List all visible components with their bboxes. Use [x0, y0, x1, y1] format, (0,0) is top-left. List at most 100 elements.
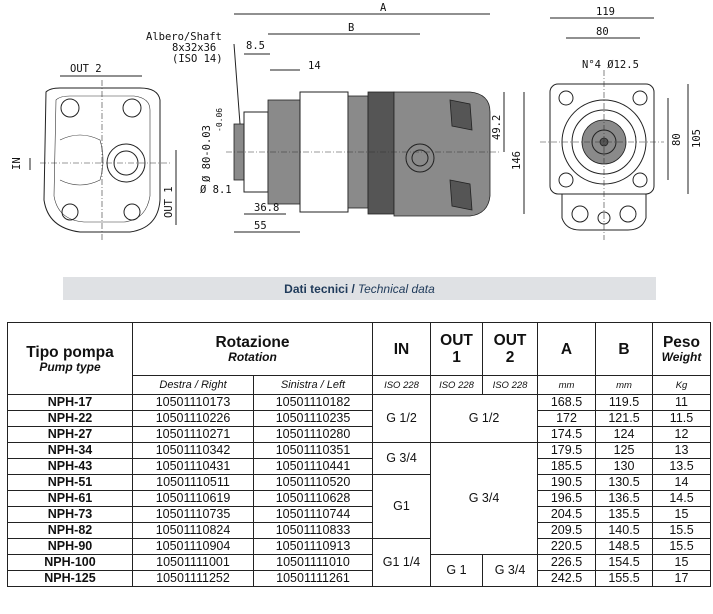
code-right: 10501111001: [132, 554, 254, 571]
code-right: 10501110824: [132, 522, 254, 539]
code-left: 10501110628: [253, 490, 373, 507]
subheader-row: Destra / Right Sinistra / Left ISO 228 I…: [8, 375, 711, 395]
header-in: IN: [372, 322, 431, 376]
out-port-size: G 1/2: [430, 394, 538, 443]
dim-b-value: 140.5: [595, 522, 653, 539]
out2-port-size: G 3/4: [482, 554, 538, 587]
weight-value: 11: [652, 394, 711, 411]
dim-80-side: 80: [671, 133, 683, 146]
code-left: 10501110182: [253, 394, 373, 411]
dim-14: 14: [308, 60, 321, 72]
dim-a-value: 172: [537, 410, 596, 427]
header-right: Destra / Right: [132, 375, 254, 395]
code-left: 10501111261: [253, 570, 373, 587]
code-left: 10501111010: [253, 554, 373, 571]
code-right: 10501110271: [132, 426, 254, 443]
dim-b-value: 148.5: [595, 538, 653, 555]
weight-value: 13.5: [652, 458, 711, 475]
dim-49-2: 49.2: [491, 115, 503, 140]
dim-a-value: 220.5: [537, 538, 596, 555]
in-port-size: G1 1/4: [372, 538, 431, 587]
header-iso-out2: ISO 228: [482, 375, 538, 395]
header-b: B: [595, 322, 653, 376]
header-pump-type: Tipo pompa Pump type: [7, 322, 133, 395]
code-right: 10501111252: [132, 570, 254, 587]
technical-data-table: Tipo pompa Pump type Rotazione Rotation …: [7, 322, 711, 587]
dim-8-5: 8.5: [246, 40, 265, 52]
header-kg: Kg: [652, 375, 711, 395]
dim-b: B: [348, 22, 354, 34]
code-left: 10501110351: [253, 442, 373, 459]
dim-b-value: 154.5: [595, 554, 653, 571]
code-right: 10501110619: [132, 490, 254, 507]
header-mm-a: mm: [537, 375, 596, 395]
header-left: Sinistra / Left: [253, 375, 373, 395]
pump-model: NPH-100: [7, 554, 133, 571]
dim-80-top: 80: [596, 26, 609, 38]
dim-b-value: 124: [595, 426, 653, 443]
pump-model: NPH-61: [7, 490, 133, 507]
pump-model: NPH-90: [7, 538, 133, 555]
header-iso-in: ISO 228: [372, 375, 431, 395]
weight-value: 14: [652, 474, 711, 491]
weight-value: 12: [652, 426, 711, 443]
dim-a-value: 204.5: [537, 506, 596, 523]
weight-value: 17: [652, 570, 711, 587]
code-left: 10501110520: [253, 474, 373, 491]
code-right: 10501110342: [132, 442, 254, 459]
in-port-size: G1: [372, 474, 431, 539]
pump-model: NPH-34: [7, 442, 133, 459]
code-left: 10501110913: [253, 538, 373, 555]
banner-subtitle: Technical data: [357, 281, 435, 296]
dim-a-value: 209.5: [537, 522, 596, 539]
pump-model: NPH-27: [7, 426, 133, 443]
header-row: Tipo pompa Pump type Rotazione Rotation …: [7, 322, 711, 395]
dim-a-value: 174.5: [537, 426, 596, 443]
code-right: 10501110511: [132, 474, 254, 491]
dim-55: 55: [254, 220, 267, 232]
port-out2-label: OUT 2: [70, 63, 102, 75]
dim-b-value: 125: [595, 442, 653, 459]
dim-8-1: Ø 8.1: [200, 184, 232, 196]
front-view: OUT 2 IN OUT 1: [11, 63, 177, 240]
code-right: 10501110735: [132, 506, 254, 523]
dim-105: 105: [691, 129, 703, 148]
pump-model: NPH-82: [7, 522, 133, 539]
in-port-size: G 3/4: [372, 442, 431, 475]
dim-b-value: 135.5: [595, 506, 653, 523]
code-right: 10501110173: [132, 394, 254, 411]
dim-a-value: 168.5: [537, 394, 596, 411]
weight-value: 11.5: [652, 410, 711, 427]
dim-b-value: 130: [595, 458, 653, 475]
weight-value: 15.5: [652, 538, 711, 555]
code-right: 10501110904: [132, 538, 254, 555]
port-out1-label: OUT 1: [163, 186, 175, 218]
side-view: A B 8.5 14 49.2 146 36.8 55 Ø 8.1 Ø 80-0…: [146, 2, 525, 233]
pump-model: NPH-22: [7, 410, 133, 427]
dim-36-8: 36.8: [254, 202, 279, 214]
weight-value: 15: [652, 554, 711, 571]
dim-a: A: [380, 2, 387, 14]
pump-model: NPH-125: [7, 570, 133, 587]
header-rotation: Rotazione Rotation: [132, 322, 373, 376]
pump-model: NPH-51: [7, 474, 133, 491]
code-left: 10501110280: [253, 426, 373, 443]
end-view: 119 80 N°4 Ø12.5 80 105: [540, 6, 703, 240]
shaft-note-line3: (ISO 14): [172, 53, 223, 65]
port-in-label: IN: [11, 157, 23, 170]
header-a: A: [537, 322, 596, 376]
dim-a-value: 226.5: [537, 554, 596, 571]
weight-value: 15: [652, 506, 711, 523]
dim-146: 146: [511, 151, 523, 170]
code-left: 10501110744: [253, 506, 373, 523]
dim-b-value: 119.5: [595, 394, 653, 411]
